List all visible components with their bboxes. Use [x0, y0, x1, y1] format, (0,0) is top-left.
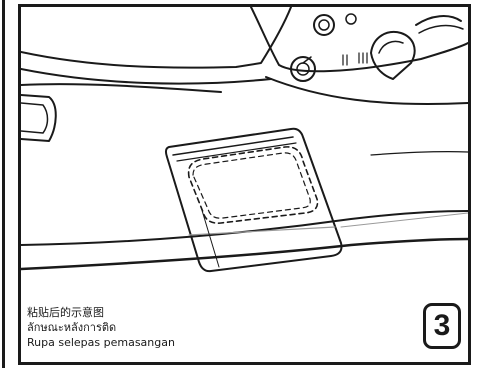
installation-illustration: [21, 7, 468, 273]
sill-line-lower: [21, 237, 468, 271]
body-curve-right: [265, 76, 468, 105]
dial-knob: [290, 56, 316, 82]
body-curve-left: [21, 83, 222, 93]
left-margin-rule: [2, 0, 5, 368]
caption-chinese: 粘贴后的示意图: [27, 306, 104, 319]
illustration-frame: 粘贴后的示意图 ลักษณะหลังการติด Rupa selepas pe…: [18, 4, 471, 365]
sticker-pad: [164, 127, 343, 273]
console-outline: [250, 7, 468, 73]
step-number-badge: 3: [423, 303, 461, 349]
gear-control: [313, 14, 335, 36]
panel-inner-curve: [21, 68, 272, 85]
sticker-dashed-area: [187, 146, 319, 224]
panel-upper-curve: [21, 7, 292, 69]
sill-line-upper: [21, 210, 468, 246]
rotary-selector: [370, 31, 416, 80]
caption-malay: Rupa selepas pemasangan: [27, 336, 175, 349]
left-vent: [21, 94, 57, 142]
caption-thai: ลักษณะหลังการติด: [27, 321, 117, 334]
caption-block: 粘贴后的示意图 ลักษณะหลังการติด Rupa selepas pe…: [27, 305, 175, 350]
